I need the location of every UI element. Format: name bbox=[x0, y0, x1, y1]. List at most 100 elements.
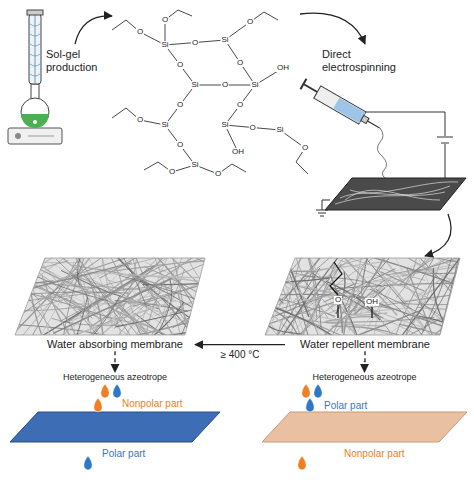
plunger-head bbox=[300, 79, 306, 89]
application-arrow bbox=[364, 351, 366, 372]
membrane-sheet bbox=[262, 372, 467, 478]
fiber bbox=[56, 259, 115, 295]
reflux-apparatus bbox=[8, 10, 62, 144]
fiber bbox=[267, 200, 309, 317]
fiber bbox=[305, 277, 384, 287]
electrospinning-setup bbox=[300, 78, 466, 216]
collector-plate bbox=[325, 178, 466, 210]
fiber-mat bbox=[0, 209, 262, 395]
atom-label: O bbox=[236, 101, 244, 109]
membrane-name: Water absorbing membrane bbox=[35, 338, 195, 351]
atom-label: Si bbox=[220, 121, 229, 129]
fiber bbox=[263, 241, 305, 372]
process-arrow bbox=[300, 13, 365, 44]
fiber bbox=[91, 216, 147, 307]
atom-label: O bbox=[136, 116, 144, 124]
chemical-bond bbox=[225, 40, 255, 85]
fiber bbox=[89, 278, 104, 348]
collected-fibers bbox=[335, 182, 458, 204]
fiber bbox=[160, 224, 193, 323]
atom-label: O bbox=[176, 101, 184, 109]
fiber bbox=[262, 261, 386, 273]
atom-label: O bbox=[334, 296, 342, 304]
fiber bbox=[313, 300, 329, 344]
syringe-solution bbox=[333, 98, 365, 123]
liquid-drop bbox=[101, 384, 109, 398]
atom-label: Si bbox=[160, 41, 169, 49]
fiber bbox=[401, 299, 474, 304]
mixture-label: Heterogeneous azeotrope bbox=[10, 372, 220, 383]
step-label: Direct electrospinning bbox=[322, 48, 417, 73]
syringe bbox=[300, 78, 383, 134]
mat-outline bbox=[15, 258, 205, 335]
fiber bbox=[284, 256, 372, 279]
fiber bbox=[317, 284, 365, 317]
fiber bbox=[358, 286, 393, 331]
atom-label: O bbox=[221, 81, 229, 89]
heating-arrow bbox=[195, 344, 285, 345]
condenser bbox=[29, 14, 41, 84]
atom-label: O bbox=[301, 144, 309, 152]
fiber bbox=[21, 261, 68, 272]
fiber bbox=[359, 281, 387, 317]
fiber bbox=[347, 292, 359, 332]
needle bbox=[368, 121, 380, 128]
fiber-mat bbox=[222, 199, 474, 397]
fiber bbox=[63, 233, 131, 335]
atom-label: Si bbox=[190, 161, 199, 169]
fiber bbox=[3, 307, 84, 311]
membrane-sheet bbox=[262, 412, 467, 442]
membrane-label: Water repellent membrane bbox=[285, 338, 445, 351]
fiber bbox=[73, 265, 173, 289]
phase-label: Nonpolar part bbox=[122, 398, 183, 410]
fiber bbox=[352, 294, 465, 334]
application-arrow bbox=[114, 351, 115, 372]
membrane-label: Water absorbing membrane bbox=[35, 338, 195, 351]
fiber bbox=[394, 234, 474, 286]
fiber bbox=[104, 227, 217, 298]
liquid-drop bbox=[113, 384, 121, 398]
condenser-cap bbox=[27, 10, 43, 15]
fiber bbox=[16, 254, 77, 297]
chemical-bond bbox=[165, 85, 195, 125]
atom-label: Si bbox=[220, 36, 229, 44]
fiber bbox=[325, 317, 382, 322]
atom-label: Si bbox=[190, 81, 199, 89]
atom-label: O bbox=[246, 18, 254, 26]
condenser-tube bbox=[35, 14, 36, 84]
fiber-mats bbox=[0, 199, 474, 397]
chemical-bond bbox=[112, 108, 165, 125]
liquid-drop bbox=[302, 384, 310, 398]
chemical-bond bbox=[225, 12, 278, 40]
plunger bbox=[303, 84, 317, 92]
syringe-barrel bbox=[314, 86, 366, 124]
plate-line bbox=[28, 136, 54, 137]
polymer-jet bbox=[377, 128, 392, 182]
fiber bbox=[404, 267, 458, 274]
atom-label: O bbox=[236, 59, 244, 67]
step-label: Sol-gel production bbox=[46, 48, 108, 73]
fiber bbox=[3, 246, 41, 305]
membrane-sheet bbox=[10, 412, 220, 442]
fiber bbox=[417, 307, 474, 310]
ground-symbol bbox=[316, 200, 330, 216]
fiber bbox=[0, 284, 39, 300]
fiber bbox=[129, 274, 226, 329]
fiber bbox=[119, 275, 254, 318]
chemical-bond bbox=[225, 85, 255, 125]
fiber bbox=[411, 222, 474, 351]
fiber bbox=[392, 252, 427, 305]
fiber bbox=[257, 199, 308, 337]
fiber bbox=[423, 210, 464, 332]
liquid-drop bbox=[306, 398, 314, 412]
fiber bbox=[0, 263, 132, 296]
atom-label: O bbox=[136, 28, 144, 36]
plate-knob bbox=[15, 133, 21, 139]
fiber bbox=[386, 261, 474, 350]
condenser-coil bbox=[30, 24, 40, 76]
fiber bbox=[288, 232, 327, 318]
fiber bbox=[109, 307, 213, 358]
syringe-nozzle bbox=[361, 115, 369, 123]
fiber bbox=[345, 218, 401, 321]
chemical-bond bbox=[165, 125, 195, 165]
